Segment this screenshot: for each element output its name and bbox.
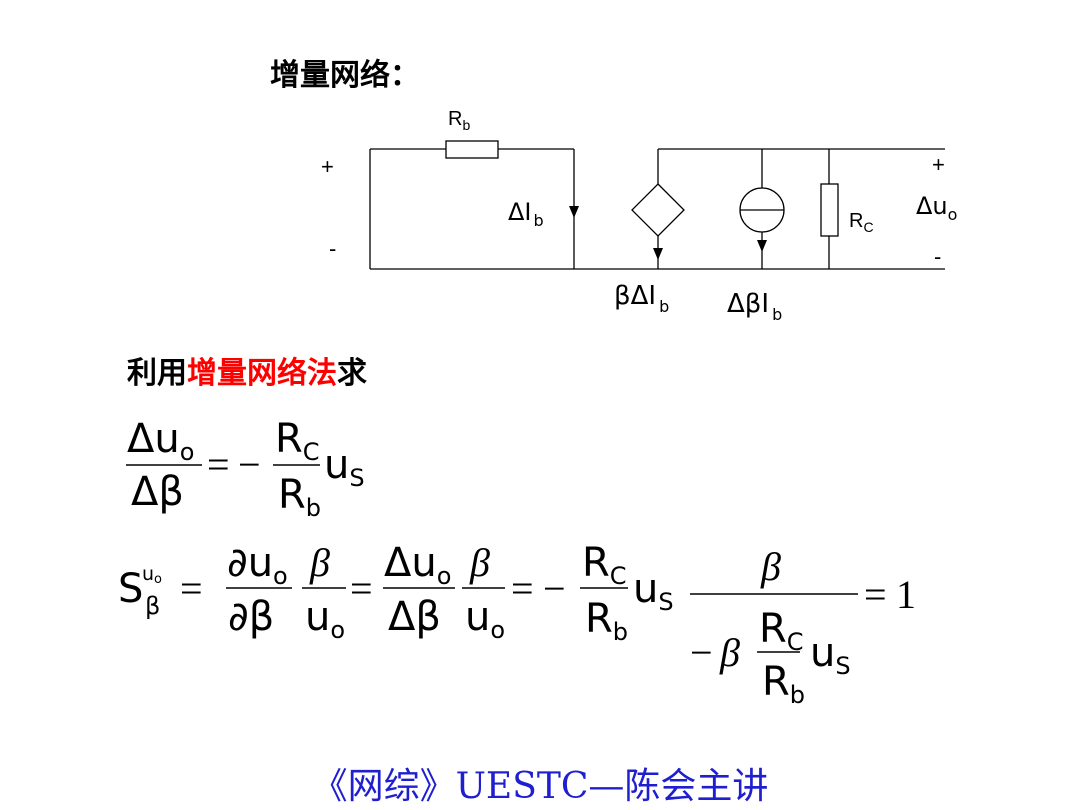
equation-1: Δuo Δβ = − RC Rb uS [127, 416, 365, 522]
dependent-current-source [631, 183, 685, 237]
svg-text:Δβ: Δβ [131, 469, 184, 515]
equations: Δuo Δβ = − RC Rb uS S uo β = ∂uo ∂β β uo… [118, 416, 916, 709]
method-highlight: 增量网络法 [187, 356, 337, 391]
current-arrow-source [757, 240, 767, 252]
resistor-rb [445, 140, 499, 159]
svg-text:Rb: Rb [762, 659, 805, 709]
svg-text:=: = [864, 572, 887, 617]
label-delta-uo: Δuo [916, 192, 957, 224]
method-suffix: 求 [337, 356, 367, 391]
svg-text:1: 1 [896, 572, 916, 617]
current-arrow-ib [569, 206, 579, 218]
svg-text:β: β [760, 544, 781, 589]
svg-text:RC: RC [759, 606, 804, 656]
minus-left: - [329, 236, 336, 261]
plus-right: + [932, 152, 945, 177]
method-prefix: 利用 [127, 356, 187, 391]
svg-text:uS: uS [324, 442, 365, 492]
svg-text:−: − [543, 566, 566, 611]
svg-text:RC: RC [275, 416, 320, 466]
svg-text:Δuo: Δuo [127, 416, 194, 466]
svg-text:Δβ: Δβ [388, 594, 441, 640]
svg-text:=: = [511, 566, 534, 611]
label-rb: Rb [448, 108, 470, 133]
svg-text:RC: RC [582, 540, 627, 590]
svg-text:Rb: Rb [278, 472, 321, 522]
svg-text:∂uo: ∂uo [227, 540, 288, 590]
current-arrow-dependent [653, 248, 663, 260]
svg-text:uS: uS [633, 566, 674, 616]
svg-text:uo: uo [142, 563, 162, 587]
svg-text:β: β [719, 630, 740, 675]
svg-text:−: − [690, 630, 713, 675]
svg-text:−: − [238, 442, 261, 487]
svg-text:Rb: Rb [585, 596, 628, 646]
method-sentence: 利用增量网络法求 [127, 348, 367, 392]
equation-2: S uo β = ∂uo ∂β β uo = Δuo Δβ β uo = − R… [118, 540, 916, 709]
svg-text:β: β [145, 592, 160, 620]
resistor-rc [820, 183, 839, 237]
svg-text:Δuo: Δuo [384, 540, 451, 590]
svg-text:uS: uS [810, 630, 851, 680]
footer-credit: 《网综》UESTC—陈会主讲 [311, 766, 769, 807]
minus-right: - [934, 244, 941, 269]
svg-text:=: = [180, 566, 203, 611]
svg-text:∂β: ∂β [228, 594, 274, 640]
label-rc: RC [849, 210, 874, 235]
svg-text:S: S [118, 566, 143, 612]
svg-text:uo: uo [305, 594, 345, 644]
svg-text:β: β [309, 540, 330, 585]
plus-left: + [321, 154, 334, 179]
svg-text:=: = [350, 566, 373, 611]
svg-text:β: β [469, 540, 490, 585]
svg-text:uo: uo [465, 594, 505, 644]
page-title: 增量网络： [270, 58, 420, 93]
svg-text:=: = [207, 442, 230, 487]
